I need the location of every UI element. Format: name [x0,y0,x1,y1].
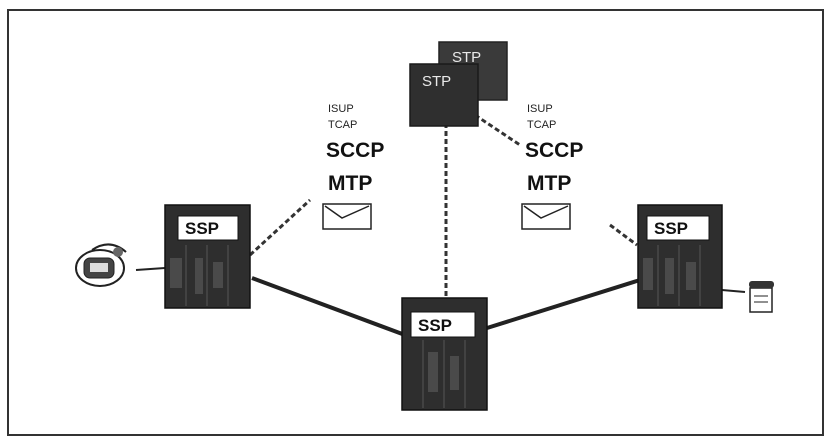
stack-right-tcap: TCAP [527,119,556,131]
ssp-right-label: SSP [654,219,688,238]
stack-left-isup: ISUP [328,103,354,115]
stp-front-label: STP [422,73,451,90]
protocol-stack-right: ISUP TCAP SCCP MTP [521,103,583,230]
trunk-link-left [251,276,406,337]
message-envelope-icon [322,203,372,230]
ssp-center-label: SSP [418,316,452,335]
ssp-left: SSP [164,204,251,309]
stack-left-mtp: MTP [328,172,372,195]
signaling-link-stp-right [474,113,521,147]
ssp-right: SSP [637,204,723,309]
signaling-link-left-ssp [248,198,312,257]
signaling-links [248,113,638,300]
trunk-links [135,267,746,337]
stack-right-sccp: SCCP [525,139,583,162]
stack-right-mtp: MTP [527,172,571,195]
ssp-center: SSP [401,297,488,411]
message-envelope-icon [521,203,571,230]
stack-left-sccp: SCCP [326,139,384,162]
subscriber-phone-icon [75,243,127,287]
stp-front: STP [409,63,479,127]
access-line-left [135,267,166,271]
protocol-stack-left: ISUP TCAP SCCP MTP [322,103,384,230]
telephone-icon [749,281,774,313]
signaling-link-right-ssp [609,223,638,247]
stack-left-tcap: TCAP [328,119,357,131]
stp-back-label: STP [452,49,481,66]
trunk-link-right [486,278,641,330]
stack-right-isup: ISUP [527,103,553,115]
access-line-right [721,289,746,293]
ssp-left-label: SSP [185,219,219,238]
